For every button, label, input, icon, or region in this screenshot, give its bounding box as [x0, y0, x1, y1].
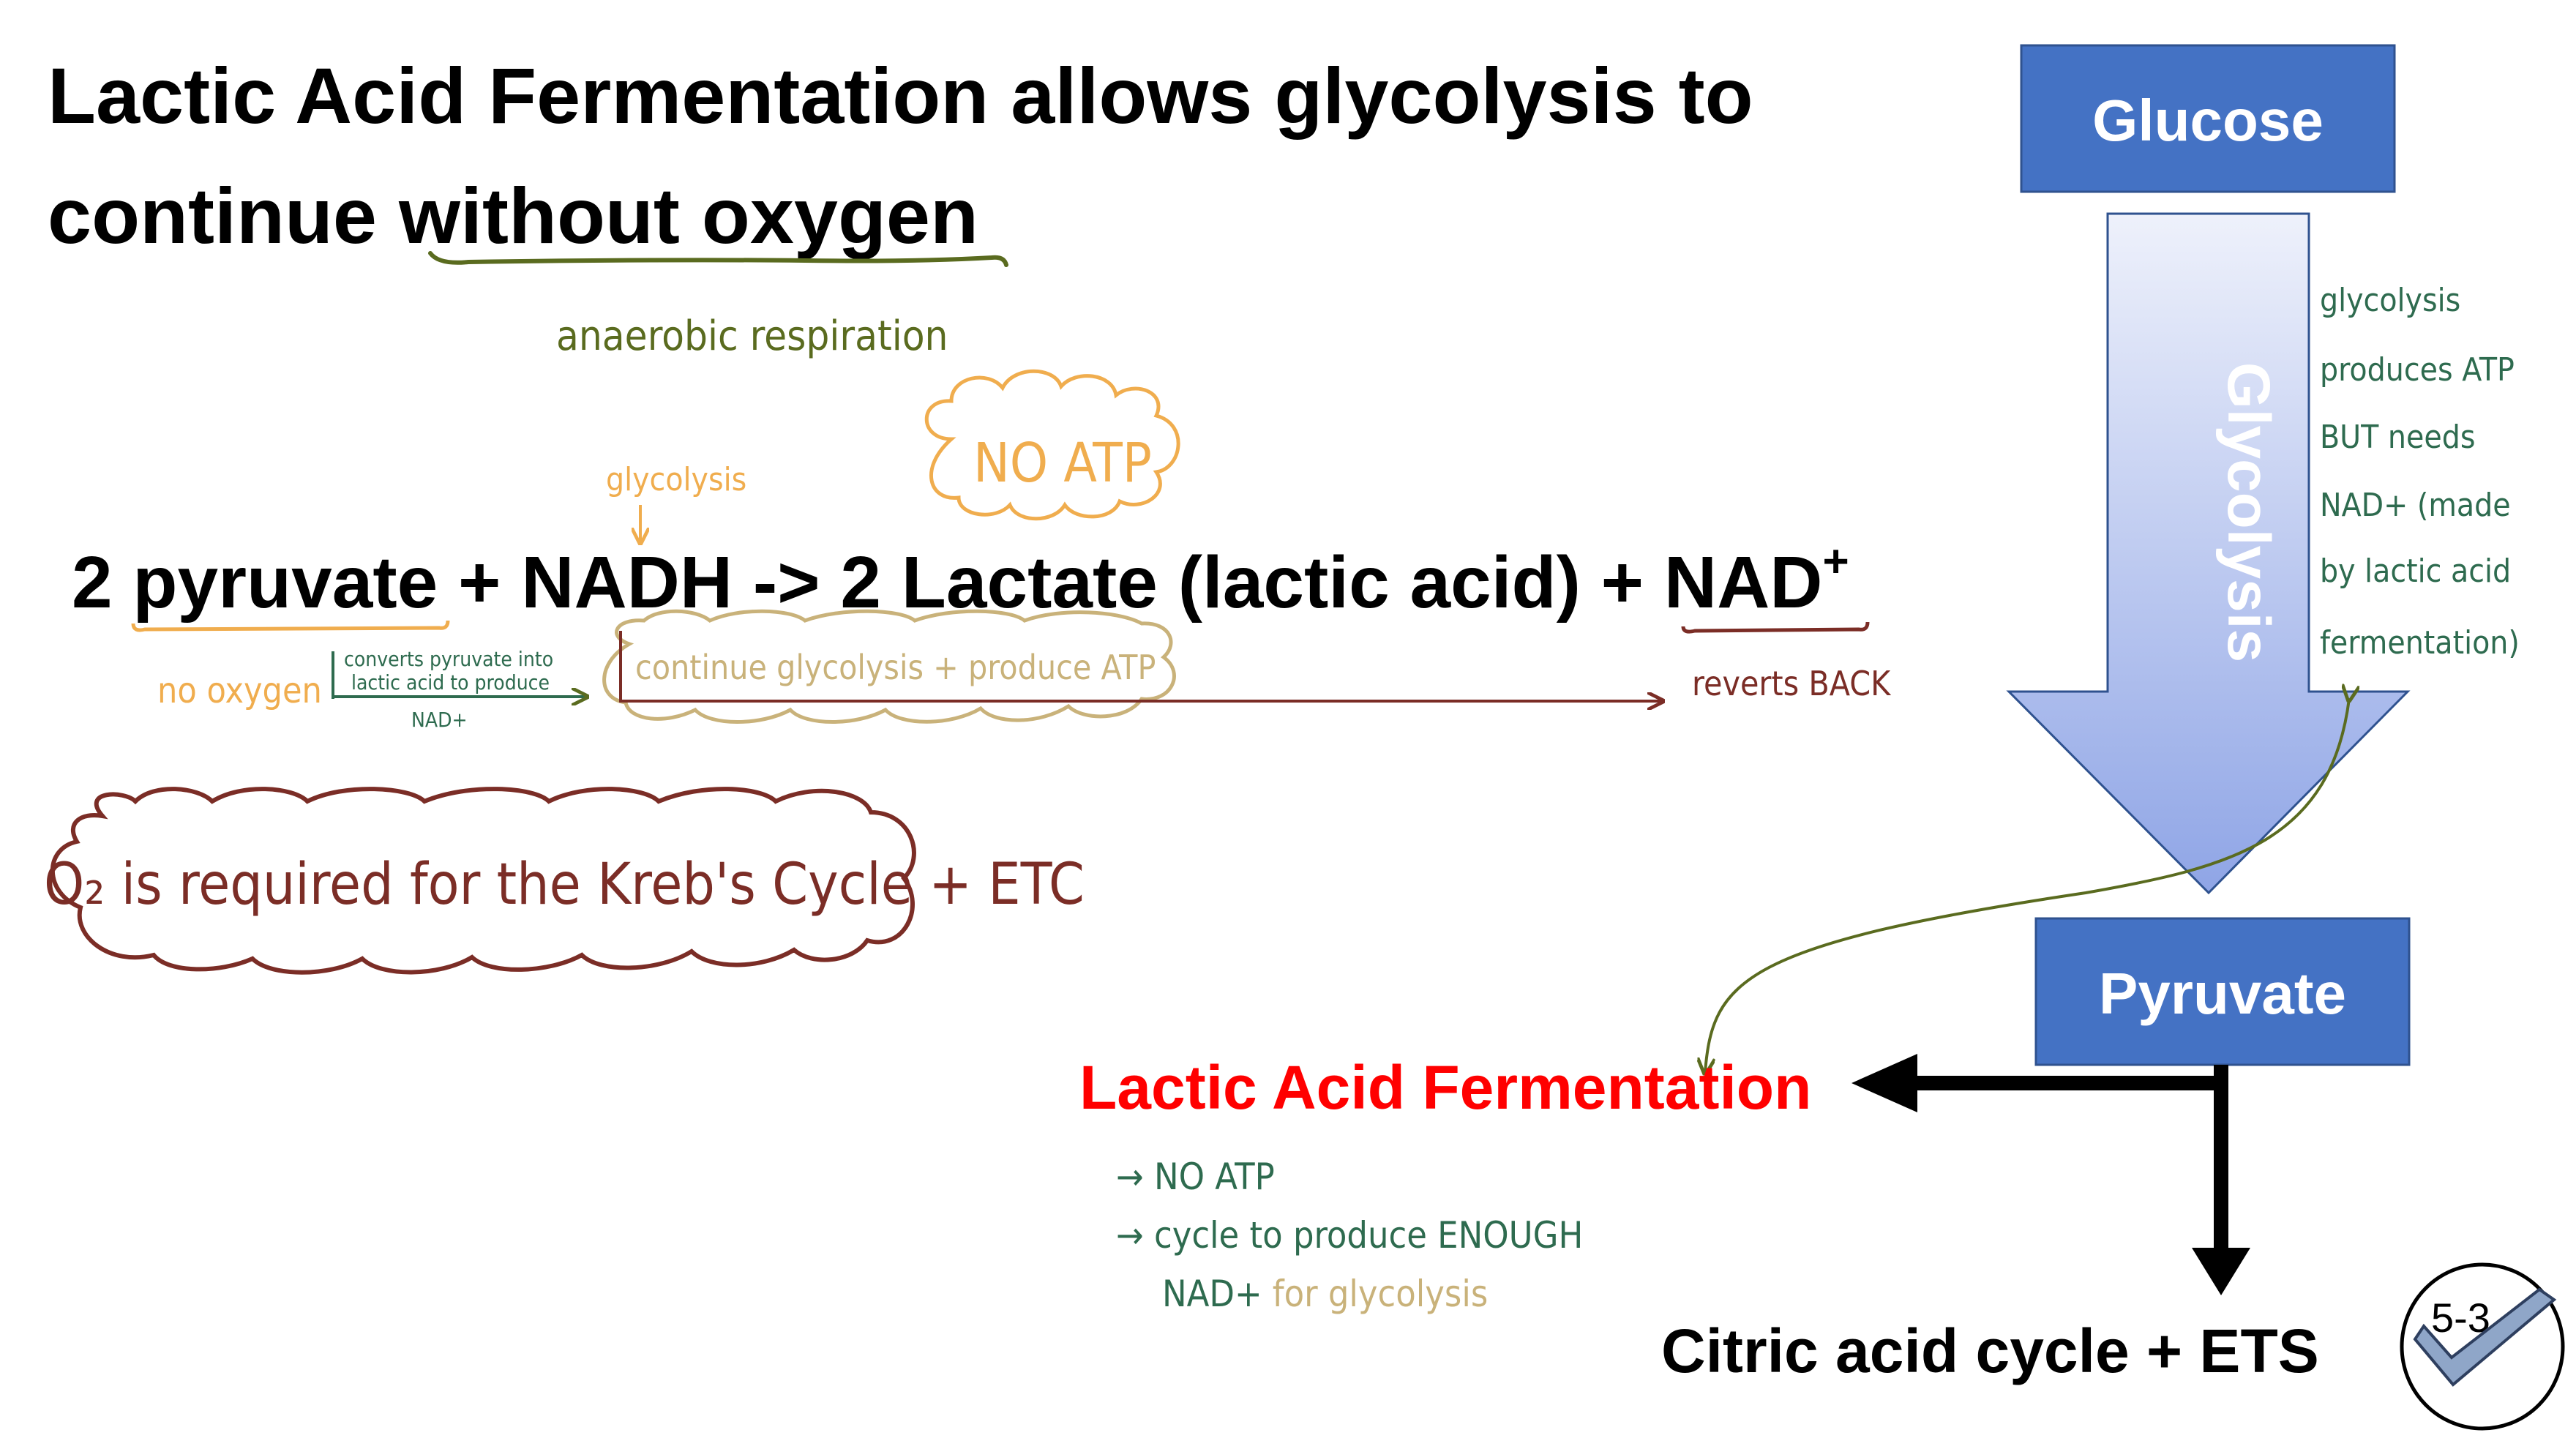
equation: 2 pyruvate + NADH -> 2 Lactate (lactic a…	[72, 536, 1849, 624]
citric-arrowhead	[2192, 1248, 2250, 1295]
glucose-label: Glucose	[2092, 88, 2324, 153]
badge-label: 5-3	[2431, 1295, 2490, 1341]
annotation-no-oxygen: no oxygen	[157, 670, 322, 711]
equation-nad-superscript: +	[1823, 536, 1849, 587]
lactic-note-for-glycolysis: for glycolysis	[1273, 1273, 1489, 1315]
title-line-1: Lactic Acid Fermentation allows glycolys…	[48, 51, 1753, 140]
equation-coefficient: 2	[72, 542, 132, 624]
right-note-line-4: NAD+ (made	[2320, 487, 2511, 524]
title-line-2-prefix: continue	[48, 171, 399, 260]
equation-nad: NAD	[1664, 542, 1823, 624]
annotation-glycolysis-small: glycolysis	[606, 461, 746, 498]
checkmark-icon	[2413, 1287, 2557, 1387]
equation-pyruvate: pyruvate	[132, 542, 438, 624]
nad-recycle-curve-arrow	[1705, 699, 2349, 1072]
right-note-line-3: BUT needs	[2320, 419, 2475, 456]
lactic-arrowhead	[1852, 1054, 1917, 1112]
underline-without-oxygen	[428, 251, 1008, 267]
no-atp-label: NO ATP	[973, 432, 1152, 495]
title-line-2: continue without oxygen	[48, 171, 978, 260]
citric-acid-cycle-label: Citric acid cycle + ETS	[1661, 1317, 2319, 1385]
right-note-line-5: by lactic acid	[2320, 553, 2511, 590]
continue-glycolysis-cloud	[602, 609, 1176, 724]
equation-middle: + NADH -> 2 Lactate (lactic acid) +	[438, 542, 1664, 624]
right-note-line-2: produces ATP	[2320, 351, 2515, 389]
pyruvate-to-lactic-line	[1917, 1065, 2228, 1090]
lactic-acid-fermentation-label: Lactic Acid Fermentation	[1079, 1053, 1811, 1122]
title-emphasis-without-oxygen: without oxygen	[398, 171, 978, 260]
lactic-note-no-atp: → NO ATP	[1116, 1156, 1275, 1198]
annotation-reverts-back: reverts BACK	[1692, 664, 1892, 703]
right-note-line-1: glycolysis	[2320, 282, 2460, 319]
no-atp-cloud	[924, 369, 1180, 521]
lactic-note-cycle: → cycle to produce ENOUGH	[1116, 1214, 1583, 1257]
o2-required-cloud	[50, 787, 916, 975]
glycolysis-label: Glycolysis	[2215, 362, 2282, 662]
underline-pyruvate	[131, 620, 450, 632]
annotation-anaerobic-respiration: anaerobic respiration	[556, 312, 948, 360]
lactic-note-nad: NAD+ for glycolysis	[1162, 1273, 1488, 1315]
annotation-converts-line-2: lactic acid to produce	[351, 670, 550, 694]
annotation-converts-line-1: converts pyruvate into	[344, 647, 553, 671]
right-note-line-6: fermentation)	[2320, 624, 2520, 662]
annotation-o2-required: O₂ is required for the Kreb's Cycle + ET…	[44, 852, 1085, 918]
glucose-box	[2020, 44, 2396, 193]
pyruvate-label: Pyruvate	[2099, 961, 2346, 1026]
annotation-continue-glycolysis: continue glycolysis + produce ATP	[635, 648, 1156, 687]
annotation-converts-line-3: NAD+	[411, 708, 468, 732]
lactic-note-nad-part: NAD+	[1162, 1273, 1262, 1315]
underline-nad	[1681, 621, 1870, 634]
